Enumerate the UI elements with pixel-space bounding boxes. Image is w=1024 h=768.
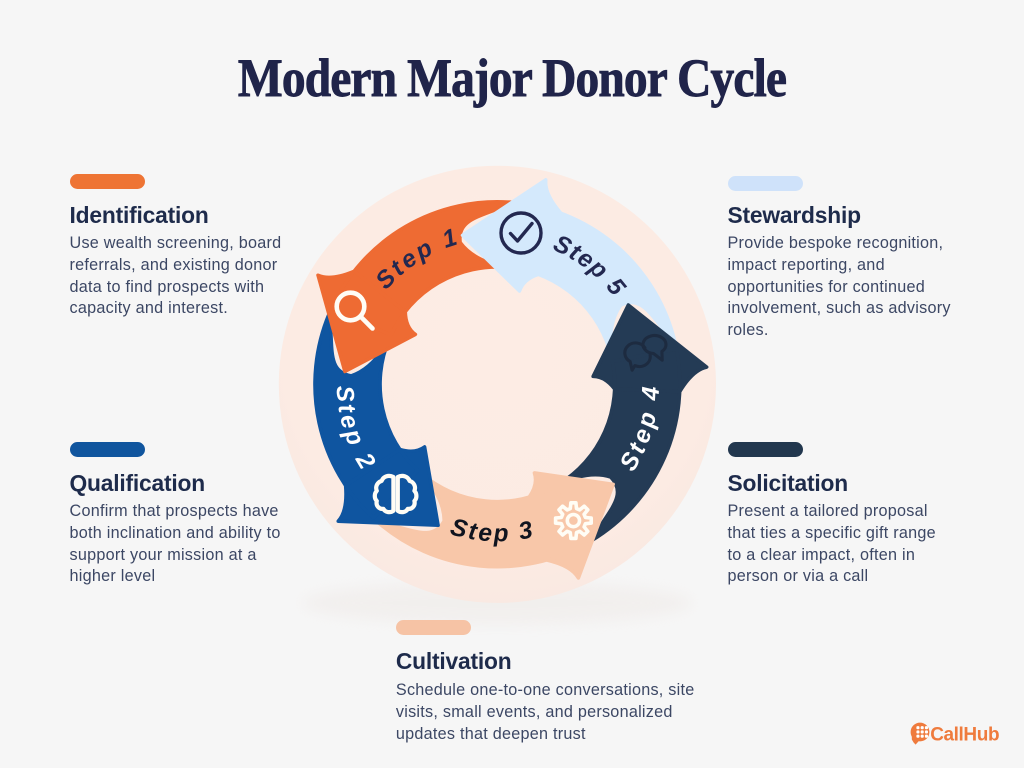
svg-text:CallHub: CallHub [930, 724, 999, 745]
